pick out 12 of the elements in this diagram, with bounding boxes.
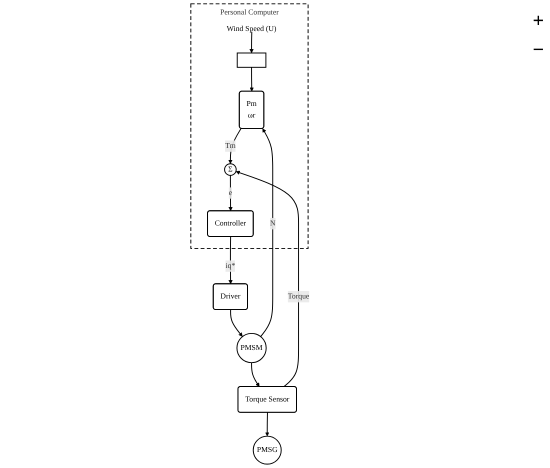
arrow [250,66,254,92]
sign-label: + [532,10,544,33]
arrow [265,412,270,436]
arrow [228,128,242,164]
node-box [236,52,266,68]
arrow [249,31,254,54]
arrow [228,174,233,212]
arrow [230,309,243,337]
arrow [251,362,260,387]
sign-label: − [532,39,544,62]
arrow [236,170,299,388]
arrow [260,128,274,338]
